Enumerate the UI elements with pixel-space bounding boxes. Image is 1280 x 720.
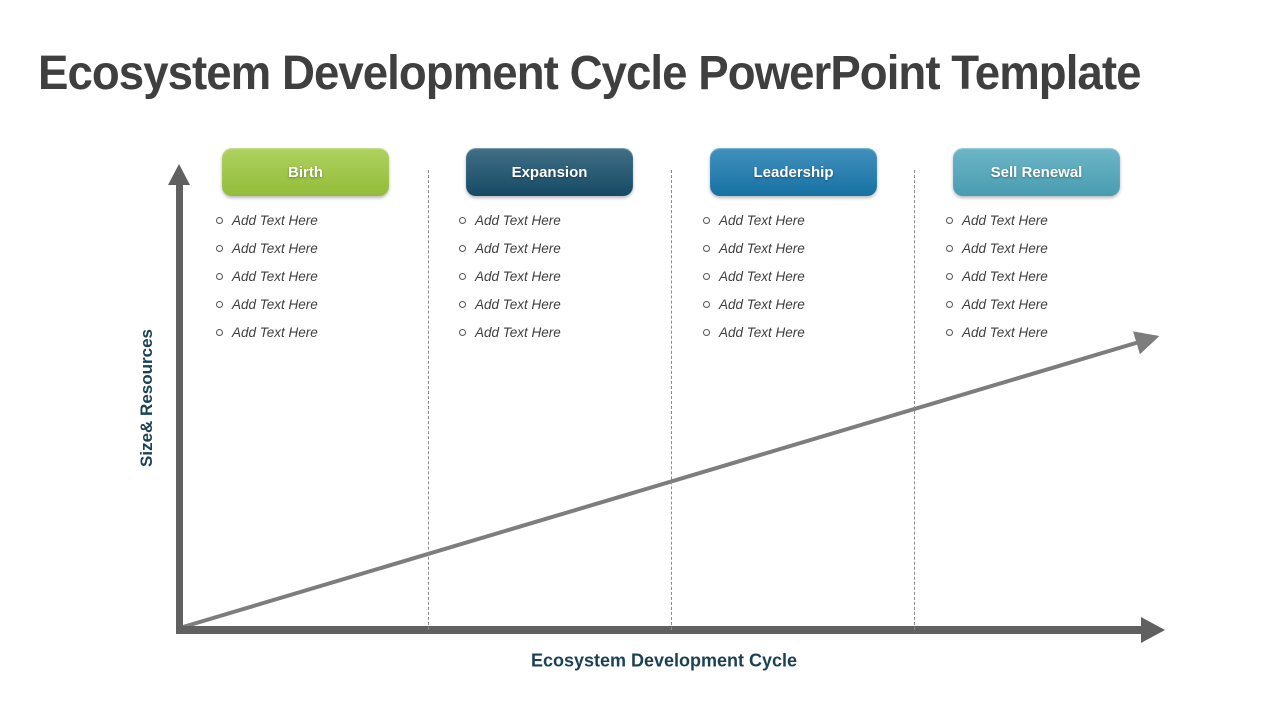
stage-button-sell-renewal[interactable]: Sell Renewal <box>953 148 1120 196</box>
placeholder-text: Add Text Here <box>962 240 1048 256</box>
list-item[interactable]: Add Text Here <box>459 206 654 234</box>
placeholder-text: Add Text Here <box>232 268 318 284</box>
list-item[interactable]: Add Text Here <box>459 318 654 346</box>
list-item[interactable]: Add Text Here <box>703 262 898 290</box>
circle-bullet-icon <box>459 244 466 252</box>
stage-list-leadership: Add Text Here Add Text Here Add Text Her… <box>703 206 898 346</box>
placeholder-text: Add Text Here <box>232 240 318 256</box>
y-axis-label: Size& Resources <box>137 329 156 467</box>
list-item[interactable]: Add Text Here <box>216 262 411 290</box>
placeholder-text: Add Text Here <box>719 212 805 228</box>
circle-bullet-icon <box>946 300 953 308</box>
stage-divider <box>671 170 672 630</box>
circle-bullet-icon <box>459 272 466 280</box>
list-item[interactable]: Add Text Here <box>946 206 1141 234</box>
list-item[interactable]: Add Text Here <box>459 290 654 318</box>
placeholder-text: Add Text Here <box>232 324 318 340</box>
stage-list-expansion: Add Text Here Add Text Here Add Text Her… <box>459 206 654 346</box>
circle-bullet-icon <box>216 300 223 308</box>
list-item[interactable]: Add Text Here <box>459 262 654 290</box>
placeholder-text: Add Text Here <box>719 324 805 340</box>
y-axis-line <box>176 184 183 634</box>
placeholder-text: Add Text Here <box>962 296 1048 312</box>
circle-bullet-icon <box>703 300 710 308</box>
x-axis-label: Ecosystem Development Cycle <box>530 650 798 671</box>
circle-bullet-icon <box>216 272 223 280</box>
y-axis-arrow-icon <box>168 164 190 185</box>
placeholder-text: Add Text Here <box>719 240 805 256</box>
list-item[interactable]: Add Text Here <box>946 262 1141 290</box>
stage-button-leadership[interactable]: Leadership <box>710 148 877 196</box>
stage-button-label: Expansion <box>511 163 588 181</box>
placeholder-text: Add Text Here <box>962 268 1048 284</box>
circle-bullet-icon <box>946 216 953 224</box>
x-axis-line <box>176 626 1142 634</box>
stage-button-expansion[interactable]: Expansion <box>466 148 633 196</box>
placeholder-text: Add Text Here <box>232 212 318 228</box>
placeholder-text: Add Text Here <box>475 324 561 340</box>
list-item[interactable]: Add Text Here <box>216 234 411 262</box>
circle-bullet-icon <box>703 328 710 336</box>
placeholder-text: Add Text Here <box>962 212 1048 228</box>
circle-bullet-icon <box>946 328 953 336</box>
stage-button-label: Sell Renewal <box>990 163 1083 181</box>
placeholder-text: Add Text Here <box>475 268 561 284</box>
circle-bullet-icon <box>459 300 466 308</box>
list-item[interactable]: Add Text Here <box>216 206 411 234</box>
circle-bullet-icon <box>216 244 223 252</box>
circle-bullet-icon <box>216 328 223 336</box>
stage-button-label: Leadership <box>753 163 834 181</box>
list-item[interactable]: Add Text Here <box>703 234 898 262</box>
stage-button-birth[interactable]: Birth <box>222 148 389 196</box>
list-item[interactable]: Add Text Here <box>703 290 898 318</box>
circle-bullet-icon <box>946 272 953 280</box>
list-item[interactable]: Add Text Here <box>216 290 411 318</box>
stage-divider <box>428 170 429 630</box>
slide-title: Ecosystem Development Cycle PowerPoint T… <box>38 47 1141 100</box>
circle-bullet-icon <box>216 216 223 224</box>
stage-list-sell-renewal: Add Text Here Add Text Here Add Text Her… <box>946 206 1141 346</box>
list-item[interactable]: Add Text Here <box>703 206 898 234</box>
circle-bullet-icon <box>703 272 710 280</box>
placeholder-text: Add Text Here <box>475 296 561 312</box>
circle-bullet-icon <box>459 216 466 224</box>
placeholder-text: Add Text Here <box>475 240 561 256</box>
list-item[interactable]: Add Text Here <box>459 234 654 262</box>
list-item[interactable]: Add Text Here <box>703 318 898 346</box>
placeholder-text: Add Text Here <box>962 324 1048 340</box>
stage-list-birth: Add Text Here Add Text Here Add Text Her… <box>216 206 411 346</box>
placeholder-text: Add Text Here <box>719 268 805 284</box>
circle-bullet-icon <box>946 244 953 252</box>
circle-bullet-icon <box>703 244 710 252</box>
placeholder-text: Add Text Here <box>719 296 805 312</box>
list-item[interactable]: Add Text Here <box>946 290 1141 318</box>
stage-divider <box>914 170 915 630</box>
circle-bullet-icon <box>703 216 710 224</box>
list-item[interactable]: Add Text Here <box>216 318 411 346</box>
x-axis-arrow-icon <box>1141 617 1165 643</box>
circle-bullet-icon <box>459 328 466 336</box>
placeholder-text: Add Text Here <box>475 212 561 228</box>
stage-button-label: Birth <box>288 163 323 181</box>
list-item[interactable]: Add Text Here <box>946 318 1141 346</box>
list-item[interactable]: Add Text Here <box>946 234 1141 262</box>
placeholder-text: Add Text Here <box>232 296 318 312</box>
